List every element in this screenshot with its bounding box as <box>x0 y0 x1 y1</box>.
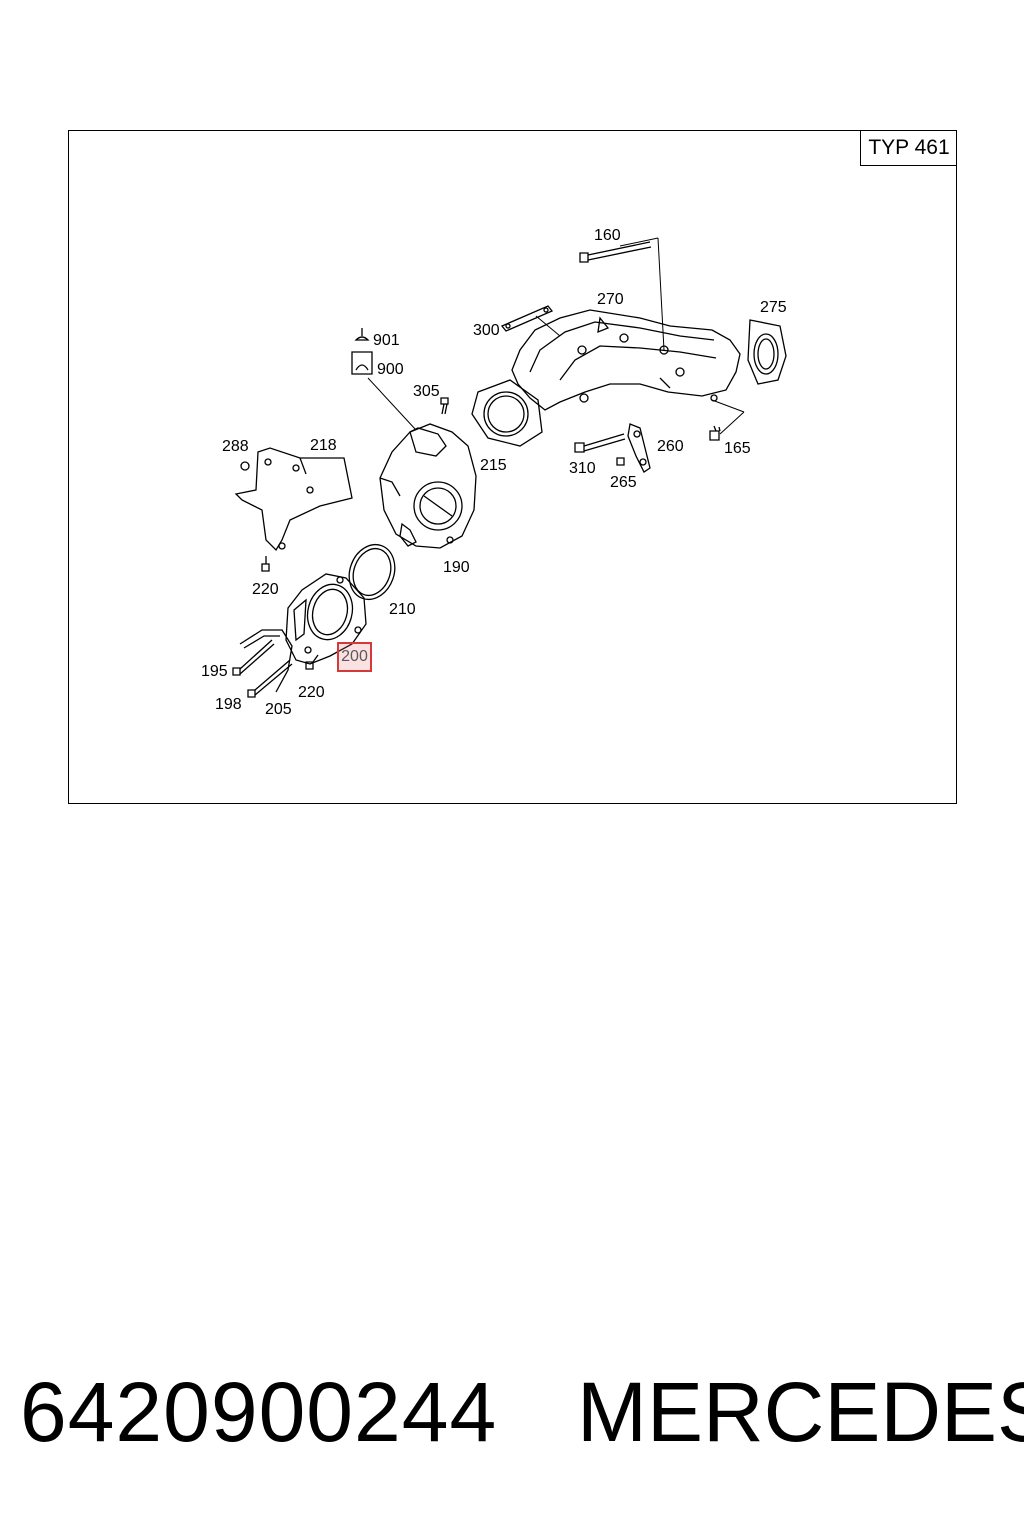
bolt-160 <box>580 242 651 262</box>
screw-220-upper <box>262 556 269 571</box>
label-260: 260 <box>657 438 684 455</box>
typ-label: TYP 461 <box>860 131 957 166</box>
label-218: 218 <box>310 437 337 454</box>
diagram-frame <box>68 130 957 804</box>
footer: 6420900244 MERCEDES <box>0 1370 1024 1470</box>
bolt-195 <box>233 640 274 675</box>
label-275: 275 <box>760 299 787 316</box>
label-220-lower: 220 <box>298 684 325 701</box>
bolt-165 <box>710 426 720 440</box>
brand-name: MERCEDES <box>577 1365 1024 1459</box>
label-210: 210 <box>389 601 416 618</box>
label-265: 265 <box>610 474 637 491</box>
screw-220-lower <box>306 655 318 669</box>
gasket-275 <box>748 320 786 384</box>
label-900: 900 <box>377 361 404 378</box>
label-200-highlighted[interactable]: 200 <box>337 642 372 672</box>
clip-205 <box>240 630 292 692</box>
intake-manifold-270 <box>512 310 740 410</box>
gasket-215 <box>472 380 542 446</box>
bolt-198 <box>248 660 292 697</box>
adapter-200 <box>286 574 366 664</box>
label-220-upper: 220 <box>252 581 279 598</box>
label-901: 901 <box>373 332 400 349</box>
label-305: 305 <box>413 383 440 400</box>
o-ring-210 <box>342 538 402 606</box>
label-288: 288 <box>222 438 249 455</box>
nut-288 <box>241 462 249 470</box>
label-160: 160 <box>594 227 621 244</box>
exploded-parts-diagram <box>0 0 1024 830</box>
part-number: 6420900244 <box>20 1365 498 1459</box>
symbol-901 <box>356 328 368 340</box>
leader-lines <box>368 238 744 434</box>
label-198: 198 <box>215 696 242 713</box>
label-310: 310 <box>569 460 596 477</box>
label-205: 205 <box>265 701 292 718</box>
bracket-218 <box>236 448 352 550</box>
screw-305 <box>441 398 448 414</box>
bolt-310 <box>575 434 625 452</box>
throttle-body-190 <box>380 424 476 548</box>
symbol-900 <box>352 352 372 374</box>
label-300: 300 <box>473 322 500 339</box>
label-270: 270 <box>597 291 624 308</box>
gasket-300 <box>502 306 552 331</box>
bracket-260 <box>628 424 650 472</box>
label-215: 215 <box>480 457 507 474</box>
label-165: 165 <box>724 440 751 457</box>
label-195: 195 <box>201 663 228 680</box>
nut-265 <box>617 458 624 465</box>
label-190: 190 <box>443 559 470 576</box>
